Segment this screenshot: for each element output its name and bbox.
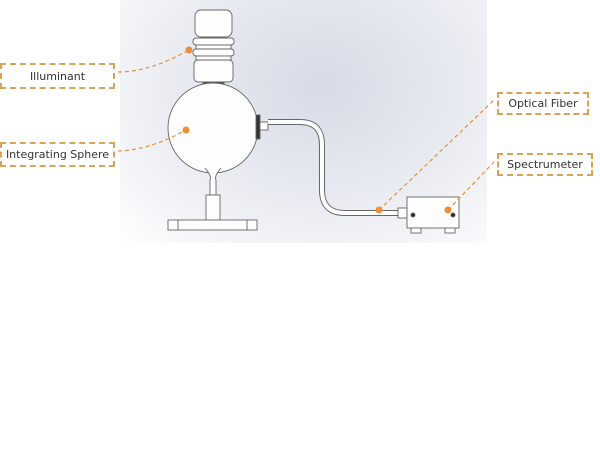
spectrometer-device: [406, 196, 460, 234]
spectrometer-marker: [444, 206, 452, 214]
illuminant-marker: [185, 46, 193, 54]
optical-fiber-label: Optical Fiber: [497, 92, 589, 115]
illuminant-label: Illuminant: [0, 63, 115, 89]
integrating-sphere: [167, 82, 259, 174]
fiber-marker: [375, 206, 383, 214]
sphere-marker: [182, 126, 190, 134]
integrating-sphere-label: Integrating Sphere: [0, 142, 115, 167]
optical-fiber: [268, 119, 400, 216]
spectrometer-label: Spectrumeter: [497, 153, 593, 176]
illuminant-device: [192, 9, 235, 85]
sphere-stand: [167, 167, 258, 231]
